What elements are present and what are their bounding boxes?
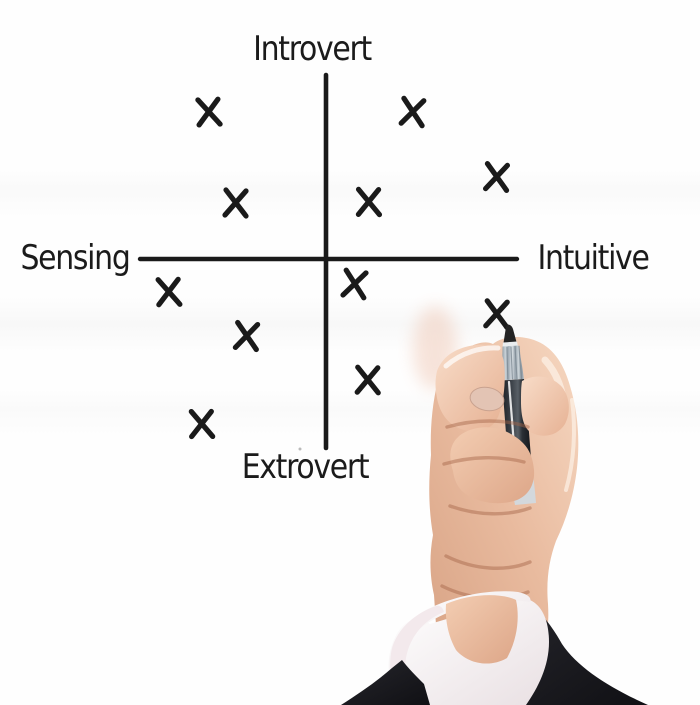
x-mark-stroke (222, 188, 249, 218)
x-mark-stroke (189, 408, 214, 440)
x-mark (482, 161, 511, 193)
x-mark-stroke (354, 365, 381, 395)
x-marks (155, 95, 511, 440)
x-mark (340, 267, 369, 301)
x-mark (188, 408, 216, 440)
marker-speck (298, 447, 302, 451)
suit-sleeve-left (341, 660, 430, 705)
axis-label-extrovert: Extrovert (241, 447, 370, 487)
x-mark-stroke (355, 187, 382, 217)
x-mark (355, 186, 383, 218)
x-mark (354, 364, 381, 396)
x-mark-stroke (196, 96, 221, 128)
axis-label-sensing: Sensing (20, 238, 131, 278)
x-mark-stroke (482, 162, 511, 192)
x-mark-stroke (483, 299, 510, 329)
axis-label-introvert: Introvert (253, 29, 372, 69)
hand-photo (341, 306, 648, 705)
wrist-skin-in-cuff (445, 595, 518, 664)
x-mark-stroke (156, 276, 181, 308)
middle-finger (521, 376, 569, 436)
x-mark (398, 95, 427, 129)
x-mark-stroke (232, 321, 261, 351)
axis-label-intuitive: Intuitive (537, 238, 649, 278)
thumb (450, 427, 535, 504)
x-mark (155, 276, 183, 308)
quadrant-axes (137, 72, 520, 451)
x-mark-stroke (398, 98, 427, 126)
x-mark (483, 298, 510, 330)
x-mark (222, 187, 249, 219)
x-mark (232, 319, 261, 353)
index-fingernail (469, 386, 505, 412)
x-mark-stroke (340, 270, 369, 298)
x-mark (195, 96, 223, 128)
pen-grip-ribs (506, 345, 522, 380)
pen-tip (503, 324, 517, 344)
index-finger-top-highlight (443, 345, 501, 369)
hand-right-edge-highlight (564, 398, 576, 492)
